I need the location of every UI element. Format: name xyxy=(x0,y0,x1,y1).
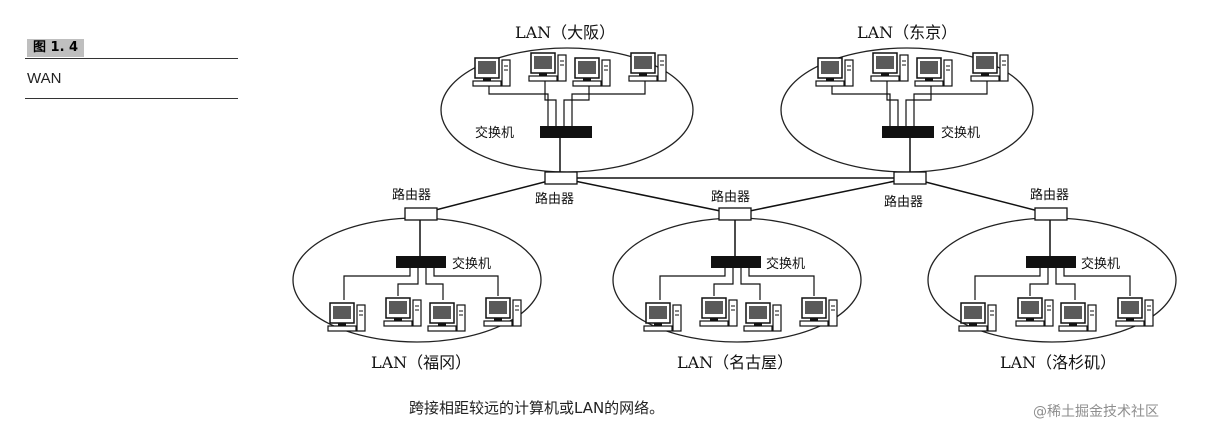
router-icon xyxy=(893,171,927,185)
router-label: 路由器 xyxy=(711,189,750,205)
lan-nagoya: 交换机 LAN（名古屋） xyxy=(643,256,838,372)
lan-la: 交换机 LAN（洛杉矶） xyxy=(958,256,1154,372)
computer-icon xyxy=(743,302,782,332)
computer-icon xyxy=(327,302,366,332)
switch-icon xyxy=(711,256,761,268)
router-icon xyxy=(718,207,752,221)
router-label: 路由器 xyxy=(392,187,431,203)
switch-label: 交换机 xyxy=(452,256,491,272)
lan-label-nagoya: LAN（名古屋） xyxy=(677,353,793,372)
computer-icon xyxy=(472,57,511,87)
computer-icon xyxy=(383,297,422,327)
computer-icon xyxy=(1015,297,1054,327)
lan-label-tokyo: LAN（东京） xyxy=(857,23,957,42)
figure-title: WAN xyxy=(27,70,62,87)
switch-icon xyxy=(396,256,446,268)
figure-number: 图 1. 4 xyxy=(27,39,85,57)
switch-label: 交换机 xyxy=(475,125,514,141)
computer-icon xyxy=(958,302,997,332)
switch-icon xyxy=(1026,256,1076,268)
switch-label: 交换机 xyxy=(941,125,980,141)
computer-icon xyxy=(799,297,838,327)
computer-icon xyxy=(643,302,682,332)
computer-icon xyxy=(914,57,953,87)
lan-label-la: LAN（洛杉矶） xyxy=(1000,353,1116,372)
switch-label: 交换机 xyxy=(766,256,805,272)
lan-label-osaka: LAN（大阪） xyxy=(515,23,615,42)
computer-icon xyxy=(699,297,738,327)
lan-fukuoka: 交换机 LAN（福冈） xyxy=(327,256,522,372)
router-label: 路由器 xyxy=(1030,187,1069,203)
computer-icon xyxy=(870,52,909,82)
routers: 路由器 路由器 路由器 路由器 路由器 xyxy=(392,171,1069,221)
lan-osaka: 交换机 LAN（大阪） xyxy=(472,23,667,141)
computer-icon xyxy=(1058,302,1097,332)
switch-icon xyxy=(540,126,592,138)
watermark: @稀土掘金技术社区 xyxy=(1033,404,1159,420)
switch-icon xyxy=(882,126,934,138)
computer-icon xyxy=(628,52,667,82)
router-icon xyxy=(544,171,578,185)
lan-tokyo: 交换机 LAN（东京） xyxy=(815,23,1009,141)
computer-icon xyxy=(572,57,611,87)
computer-icon xyxy=(483,297,522,327)
wan-links xyxy=(419,137,1051,258)
computer-icon xyxy=(815,57,854,87)
computer-icon xyxy=(970,52,1009,82)
router-icon xyxy=(404,207,438,221)
router-icon xyxy=(1034,207,1068,221)
figure-caption: 跨接相距较远的计算机或LAN的网络。 xyxy=(409,399,665,417)
computer-icon xyxy=(1115,297,1154,327)
router-label: 路由器 xyxy=(884,194,923,210)
switch-label: 交换机 xyxy=(1081,256,1120,272)
figure-rule-bottom xyxy=(25,98,238,99)
computer-icon xyxy=(528,52,567,82)
lan-label-fukuoka: LAN（福冈） xyxy=(371,353,471,372)
figure-rule-top xyxy=(25,58,238,59)
router-label: 路由器 xyxy=(535,191,574,207)
computer-icon xyxy=(427,302,466,332)
